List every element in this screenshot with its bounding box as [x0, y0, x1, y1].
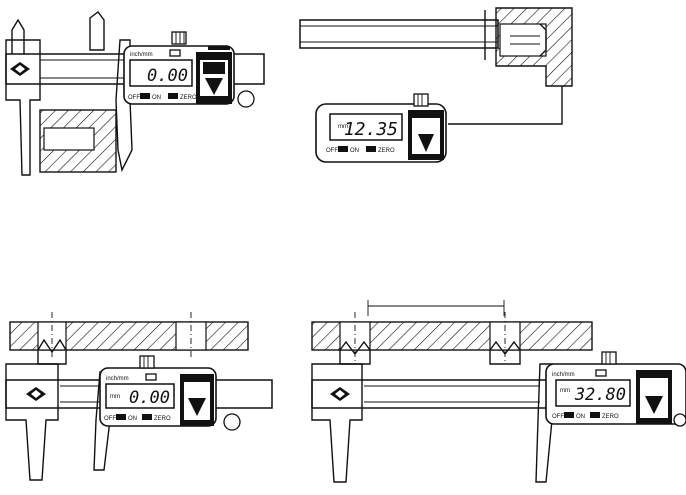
zero-button[interactable] — [366, 146, 376, 152]
caliper-zero-setting: inch/mm mm 0.00 OFF ON ZERO — [5, 312, 273, 481]
unit-label: inch/mm — [552, 372, 575, 378]
thumb-wheel[interactable] — [601, 351, 617, 365]
thumb-wheel[interactable] — [139, 355, 155, 369]
svg-text:ZERO: ZERO — [180, 95, 197, 101]
svg-text:mm: mm — [110, 394, 120, 400]
thumb-roller[interactable] — [673, 413, 686, 427]
data-cable — [448, 86, 563, 125]
lcd-reading: 12.35 — [344, 119, 398, 140]
thumb-wheel[interactable] — [413, 93, 429, 107]
svg-text:OFF: OFF — [104, 416, 116, 422]
lcd-screen — [555, 379, 631, 407]
off-button[interactable] — [116, 414, 126, 420]
svg-text:ON: ON — [576, 414, 585, 420]
lcd-reading: 0.00 — [147, 66, 188, 86]
off-button[interactable] — [564, 412, 574, 418]
off-button[interactable] — [140, 93, 150, 99]
zero-button[interactable] — [590, 412, 600, 418]
off-button[interactable] — [338, 146, 348, 152]
zero-button[interactable] — [142, 414, 152, 420]
workpiece-bore — [43, 127, 95, 151]
unit-label: inch/mm — [130, 52, 153, 58]
thumb-roller[interactable] — [237, 90, 255, 108]
svg-text:ZERO: ZERO — [602, 414, 619, 420]
depth-measurement: mm 12.35 OFF ON ZERO — [299, 7, 573, 163]
svg-text:mm: mm — [560, 388, 570, 394]
lcd-screen — [105, 383, 175, 409]
lcd-screen — [329, 113, 403, 141]
unit-label: inch/mm — [106, 376, 129, 382]
lcd-reading: 0.00 — [129, 388, 170, 408]
svg-text:ZERO: ZERO — [378, 148, 395, 154]
caliper-hole-spacing: inch/mm mm 32.80 OFF ON ZERO — [311, 300, 686, 483]
zero-button[interactable] — [168, 93, 178, 99]
svg-text:OFF: OFF — [552, 414, 564, 420]
svg-text:ON: ON — [350, 148, 359, 154]
lcd-reading: 32.80 — [574, 385, 626, 405]
svg-text:OFF: OFF — [326, 148, 338, 154]
caliper-outside-measurement: inch/mm 0.00 OFF ON ZERO — [5, 11, 265, 176]
svg-text:ON: ON — [128, 416, 137, 422]
thumb-roller[interactable] — [223, 413, 241, 431]
lcd-screen — [129, 59, 193, 87]
unit-label: mm — [338, 124, 348, 130]
svg-text:ZERO: ZERO — [154, 416, 171, 422]
thumb-wheel[interactable] — [171, 31, 187, 45]
svg-text:OFF: OFF — [128, 95, 140, 101]
svg-text:ON: ON — [152, 95, 161, 101]
depth-rod — [299, 19, 499, 49]
